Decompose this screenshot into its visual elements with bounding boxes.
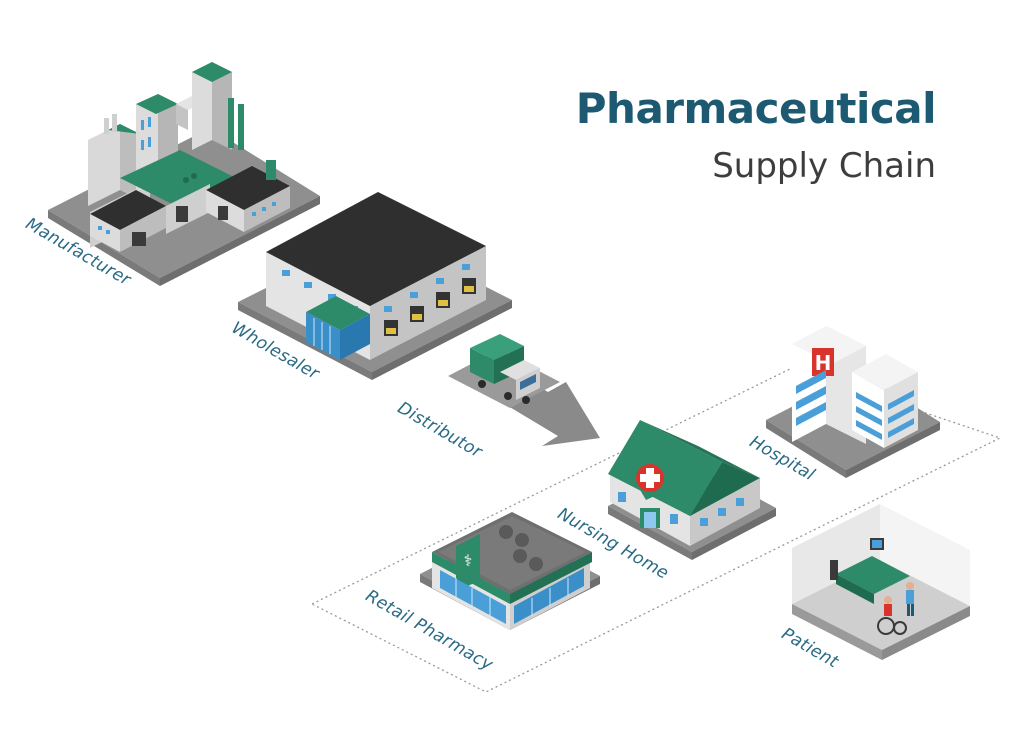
truck-icon <box>448 334 560 408</box>
nursing-home-icon <box>608 420 776 560</box>
hospital-icon: H <box>766 326 940 478</box>
svg-text:H: H <box>815 351 832 375</box>
pharmacy-icon: ⚕ <box>420 512 600 630</box>
patient-room-icon <box>792 504 970 660</box>
factory-icon <box>48 62 320 286</box>
page-title: Pharmaceutical <box>575 84 937 133</box>
svg-text:⚕: ⚕ <box>464 551 473 570</box>
page-subtitle: Supply Chain <box>712 146 936 186</box>
warehouse-icon <box>238 192 512 380</box>
